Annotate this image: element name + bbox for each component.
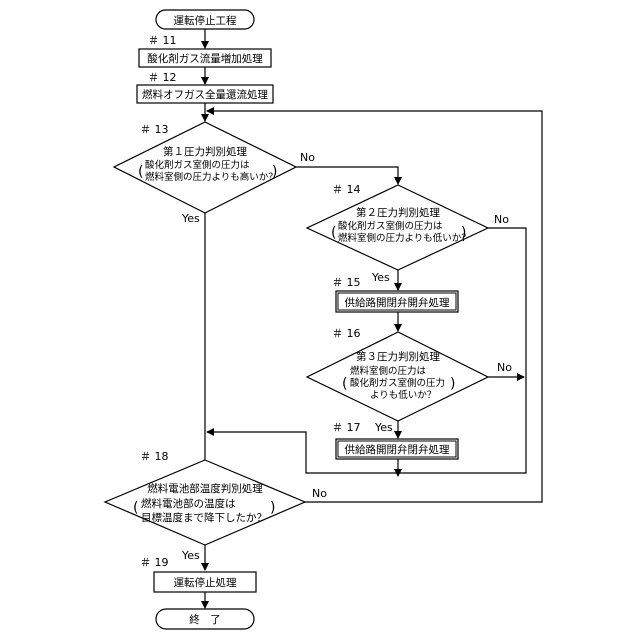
decision-16-no-label: No bbox=[497, 361, 512, 374]
process-15-label: 供給路開閉弁開弁処理 bbox=[345, 296, 450, 309]
step-label-11: ＃ 11 bbox=[148, 34, 177, 47]
decision-18: 燃料電池部温度判別処理 ( ) 燃料電池部の温度は 目標温度まで降下したか？ bbox=[105, 460, 305, 545]
decision-16-line-3: よりも低いか？ bbox=[370, 389, 436, 401]
decision-14-line-2: 燃料室側の圧力よりも低いか？ bbox=[338, 232, 471, 244]
step-label-13: ＃ 13 bbox=[140, 123, 169, 136]
start-terminal: 運転停止工程 bbox=[156, 10, 254, 29]
decision-16-yes-label: Yes bbox=[374, 421, 393, 434]
decision-18-yes-label: Yes bbox=[181, 549, 200, 562]
decision-13-yes-label: Yes bbox=[181, 212, 200, 225]
end-terminal: 終 了 bbox=[156, 609, 254, 629]
decision-16-bracket-left: ( bbox=[342, 376, 347, 392]
process-12: 燃料オフガス全量還流処理 bbox=[137, 85, 273, 103]
step-label-14: ＃ 14 bbox=[332, 183, 361, 196]
decision-18-bracket-left: ( bbox=[133, 500, 138, 516]
decision-16-title: 第３圧力判別処理 bbox=[356, 350, 440, 363]
decision-18-title: 燃料電池部温度判別処理 bbox=[147, 482, 263, 495]
decision-14-no-label: No bbox=[494, 213, 509, 226]
process-11-label: 酸化剤ガス流量増加処理 bbox=[147, 52, 263, 65]
decision-14-yes-label: Yes bbox=[371, 271, 390, 284]
start-label: 運転停止工程 bbox=[174, 14, 237, 27]
decision-13-bracket-left: ( bbox=[138, 164, 143, 180]
arrow-13-no-to-14 bbox=[296, 167, 398, 184]
end-label: 終 了 bbox=[189, 613, 221, 626]
decision-16-line-2: 酸化剤ガス室側の圧力 bbox=[350, 377, 445, 389]
process-15: 供給路開閉弁開弁処理 bbox=[336, 291, 458, 312]
decision-14-bracket-left: ( bbox=[331, 225, 336, 241]
process-17-label: 供給路開閉弁閉弁処理 bbox=[345, 443, 450, 456]
process-12-label: 燃料オフガス全量還流処理 bbox=[142, 88, 268, 101]
decision-18-no-label: No bbox=[312, 487, 327, 500]
process-19-label: 運転停止処理 bbox=[174, 576, 237, 589]
step-label-17: ＃ 17 bbox=[332, 421, 361, 434]
decision-18-line-1: 燃料電池部の温度は bbox=[141, 497, 236, 510]
decision-13-no-label: No bbox=[300, 151, 315, 164]
process-17: 供給路開閉弁閉弁処理 bbox=[336, 439, 458, 459]
decision-14: 第２圧力判別処理 ( ) 酸化剤ガス室側の圧力は 燃料室側の圧力よりも低いか？ bbox=[307, 185, 488, 270]
decision-13-line-1: 酸化剤ガス室側の圧力は bbox=[145, 159, 250, 171]
decision-13-line-2: 燃料室側の圧力よりも高いか？ bbox=[145, 171, 278, 183]
process-19: 運転停止処理 bbox=[154, 572, 256, 592]
step-label-12: ＃ 12 bbox=[148, 71, 177, 84]
decision-16-line-1: 燃料室側の圧力は bbox=[350, 365, 427, 377]
process-11: 酸化剤ガス流量増加処理 bbox=[139, 49, 271, 67]
decision-16: 第３圧力判別処理 ( ) 燃料室側の圧力は 酸化剤ガス室側の圧力 よりも低いか？ bbox=[307, 332, 488, 421]
step-label-19: ＃ 19 bbox=[140, 556, 169, 569]
decision-14-title: 第２圧力判別処理 bbox=[356, 206, 440, 219]
decision-18-bracket-right: ) bbox=[270, 500, 275, 516]
decision-16-bracket-right: ) bbox=[450, 376, 455, 392]
step-label-16: ＃ 16 bbox=[332, 327, 361, 340]
decision-18-line-2: 目標温度まで降下したか？ bbox=[141, 511, 267, 524]
decision-13-title: 第１圧力判別処理 bbox=[163, 145, 247, 158]
step-label-15: ＃ 15 bbox=[332, 276, 361, 289]
decision-14-line-1: 酸化剤ガス室側の圧力は bbox=[338, 220, 443, 232]
step-label-18: ＃ 18 bbox=[140, 450, 169, 463]
